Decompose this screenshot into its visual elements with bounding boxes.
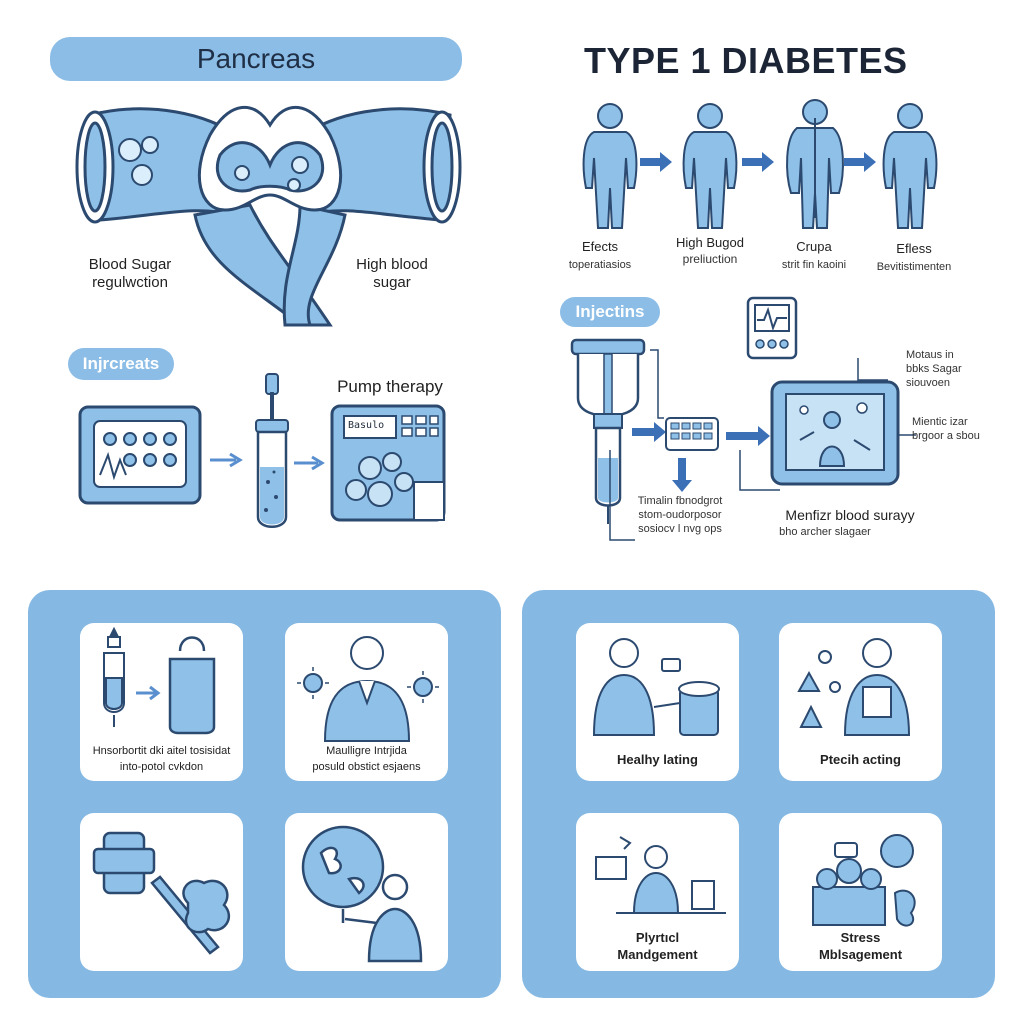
therapy-pill: Injrcreats <box>68 348 174 380</box>
card-caption: Ptecih acting <box>820 752 901 767</box>
card-practice-acting: Ptecih acting <box>779 623 942 781</box>
stage-sub-1: toperatiasios <box>568 259 632 271</box>
body-figure-4 <box>882 103 938 229</box>
injections-below-text: Timalin fbnodgrot stom-oudorposor sosioc… <box>637 495 723 535</box>
body-figure-3 <box>786 99 844 229</box>
stage-sub-2: preliuction <box>682 252 738 266</box>
card-iv-bag: Hnsorbortit dki aitel tosisidat into-pot… <box>80 623 243 781</box>
card-injection <box>80 813 243 971</box>
injections-right-mid-text: Mientic izar brgoor a sbou <box>912 416 980 442</box>
insulin-pump: Basulo <box>330 404 446 522</box>
stage-label-3: Crupa <box>796 239 832 254</box>
monitor-label: Menfizr blood surayy <box>785 507 915 523</box>
card-caption: Hnsorbortit dki aitel tosisidat into-pot… <box>92 745 231 773</box>
arrow-right-icon <box>294 455 325 471</box>
stage-sub-4: Bevitistimenten <box>876 261 952 273</box>
injections-right-top-text: Motaus in bbks Sagar siouvoen <box>906 349 962 389</box>
pump-device-icon <box>665 417 719 451</box>
card-caption: Stress Mblsagement <box>818 930 903 962</box>
card-globe <box>285 813 448 971</box>
stage-label-4: Efless <box>896 241 932 256</box>
pancreas-label-left: Blood Sugar regulwction <box>88 256 172 291</box>
card-caption: Maulligre Intrjida posuld obstict esjaen… <box>312 745 421 773</box>
therapy-pill-label: Injrcreats <box>82 354 160 373</box>
pancreas-label-right: High blood sugar <box>356 256 428 291</box>
card-doctor: Maulligre Intrjida posuld obstict esjaen… <box>285 623 448 781</box>
stage-label-2: High Bugod <box>676 235 744 250</box>
glucose-meter-icon <box>78 405 202 505</box>
connector-lines <box>609 349 916 541</box>
pancreas-title-pill: Pancreas <box>50 37 462 81</box>
body-figure-1 <box>582 103 638 229</box>
card-healthy-eating: Healhy lating <box>576 623 739 781</box>
pancreas-illustration <box>75 106 462 327</box>
pancreas-title: Pancreas <box>196 43 316 74</box>
type1-title: TYPE 1 DIABETES <box>584 40 908 81</box>
stage-label-1: Efects <box>581 239 619 254</box>
monitor-device-icon <box>746 296 798 360</box>
card-caption: Plyrtıcl Mandgement <box>617 930 698 962</box>
card-stress-management: Stress Mblsagement <box>779 813 942 971</box>
card-physical-management: Plyrtıcl Mandgement <box>576 813 739 971</box>
pump-screen-text: Basulo <box>348 420 385 431</box>
stage-sub-3: strit fin kaoini <box>781 259 847 271</box>
injections-pill: Injectins <box>560 297 660 327</box>
tablet-monitor <box>770 380 900 486</box>
pump-therapy-label: Pump therapy <box>337 377 443 396</box>
monitor-sub-label: bho archer slagaer <box>779 526 871 538</box>
card-caption: Healhy lating <box>617 752 698 767</box>
insulin-vial-icon <box>255 373 289 528</box>
arrow-right-icon <box>210 452 243 468</box>
body-figure-2 <box>682 103 738 229</box>
stage-figures <box>582 99 938 229</box>
injections-pill-label: Injectins <box>575 302 645 321</box>
injection-pen-icon <box>570 338 646 524</box>
